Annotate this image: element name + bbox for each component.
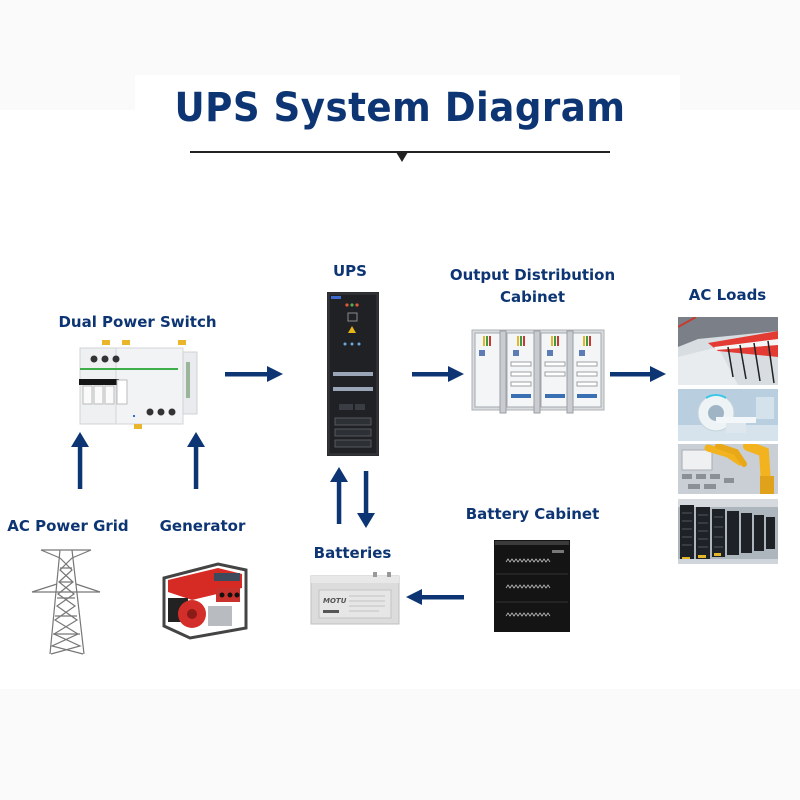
diagram-title: UPS System Diagram xyxy=(174,85,626,131)
arrow-grid-to-switch xyxy=(70,432,90,490)
arrow-batteries-to-ups xyxy=(329,467,349,525)
title-divider-notch xyxy=(396,152,408,162)
mri-scanner-image xyxy=(678,389,778,441)
arrow-generator-to-switch xyxy=(186,432,206,490)
label-batteries: Batteries xyxy=(313,544,392,562)
battery-brand: MOTU xyxy=(323,597,347,605)
server-racks-image xyxy=(678,499,778,564)
label-generator: Generator xyxy=(159,517,246,535)
distribution-cabinet-image xyxy=(471,328,606,416)
arrow-distribution-to-loads xyxy=(610,364,670,384)
dual-power-switch-image xyxy=(78,340,200,430)
label-output-distribution-line2: Cabinet xyxy=(499,288,566,306)
label-output-distribution-line1: Output Distribution xyxy=(449,266,616,284)
ups-cabinet-image xyxy=(327,292,379,456)
title-box xyxy=(135,75,680,145)
label-ups: UPS xyxy=(333,262,367,280)
battery-cabinet-image xyxy=(494,540,572,634)
arrow-ups-to-batteries xyxy=(356,471,376,529)
title-divider xyxy=(190,151,610,153)
arrow-switch-to-ups xyxy=(225,364,285,384)
transmission-tower-image xyxy=(30,546,104,658)
generator-image xyxy=(158,558,248,640)
metro-train-image xyxy=(678,317,778,385)
label-ac-loads: AC Loads xyxy=(688,286,767,304)
arrow-cabinet-to-batteries xyxy=(405,587,465,607)
label-ac-power-grid: AC Power Grid xyxy=(7,517,129,535)
industrial-robot-image xyxy=(678,444,778,494)
label-battery-cabinet: Battery Cabinet xyxy=(465,505,600,523)
arrow-ups-to-distribution xyxy=(412,364,467,384)
label-dual-power-switch: Dual Power Switch xyxy=(58,313,217,331)
battery-image: MOTU xyxy=(309,570,403,626)
